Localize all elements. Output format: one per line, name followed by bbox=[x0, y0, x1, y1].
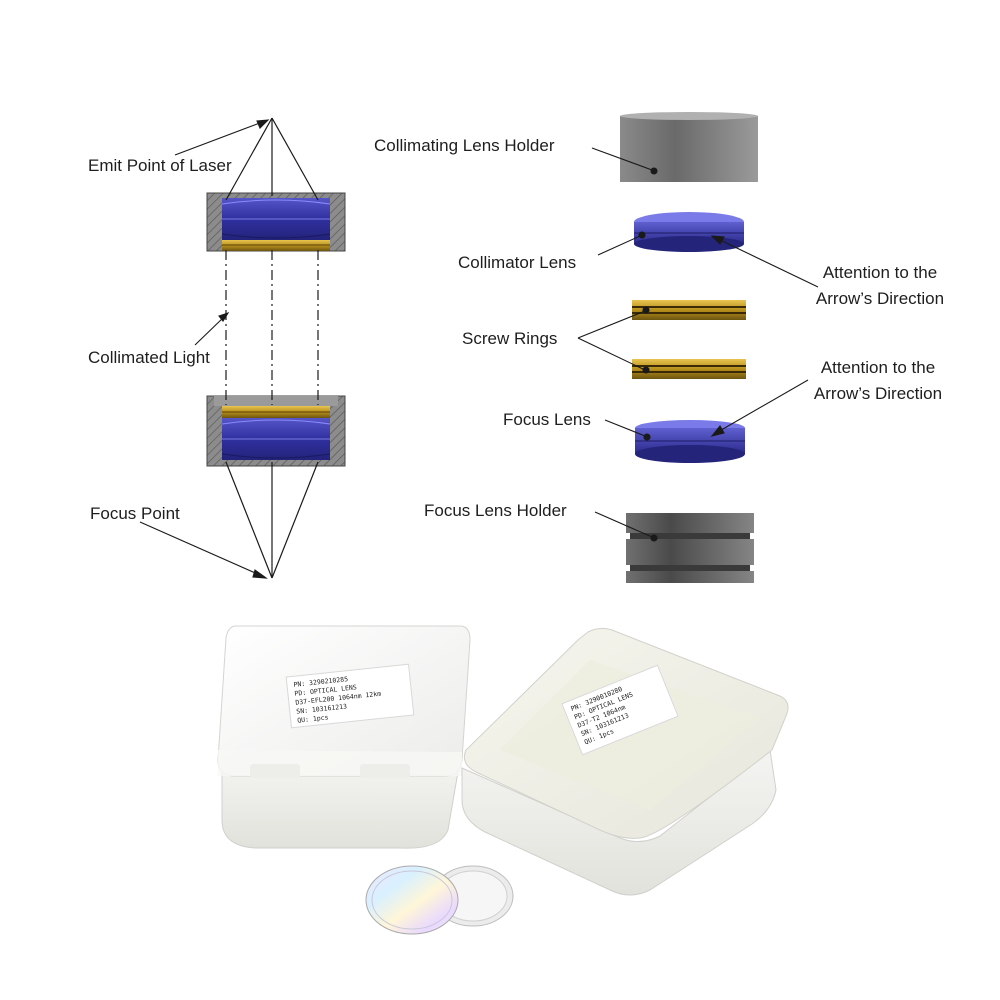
attention-1-line2: Arrow’s Direction bbox=[780, 286, 980, 312]
product-photo bbox=[0, 600, 1000, 1000]
label-focus-lens-holder: Focus Lens Holder bbox=[424, 501, 567, 521]
label-attention-arrow-2: Attention to the Arrow’s Direction bbox=[778, 355, 978, 407]
attention-2-line1: Attention to the bbox=[778, 355, 978, 381]
optical-lenses bbox=[366, 866, 513, 934]
label-emit-point: Emit Point of Laser bbox=[88, 156, 232, 176]
label-attention-arrow-1: Attention to the Arrow’s Direction bbox=[780, 260, 980, 312]
label-collimator-lens: Collimator Lens bbox=[458, 253, 576, 273]
collimating-lens-holder-part bbox=[620, 112, 758, 182]
label-collimating-lens-holder: Collimating Lens Holder bbox=[374, 136, 554, 156]
focus-housing-section bbox=[207, 396, 345, 466]
collimating-housing-section bbox=[207, 193, 345, 251]
label-focus-point: Focus Point bbox=[90, 504, 180, 524]
label-screw-rings: Screw Rings bbox=[462, 329, 557, 349]
label-focus-lens: Focus Lens bbox=[503, 410, 591, 430]
collimator-lens-part bbox=[634, 212, 744, 252]
attention-1-line1: Attention to the bbox=[780, 260, 980, 286]
focus-lens-holder-part bbox=[626, 513, 754, 583]
right-leader-lines bbox=[578, 148, 818, 541]
attention-2-line2: Arrow’s Direction bbox=[778, 381, 978, 407]
left-lens-box bbox=[218, 626, 470, 848]
beam-lines bbox=[226, 118, 318, 578]
focus-lens-part bbox=[635, 420, 745, 463]
label-collimated-light: Collimated Light bbox=[88, 348, 210, 368]
right-lens-box bbox=[462, 628, 788, 895]
